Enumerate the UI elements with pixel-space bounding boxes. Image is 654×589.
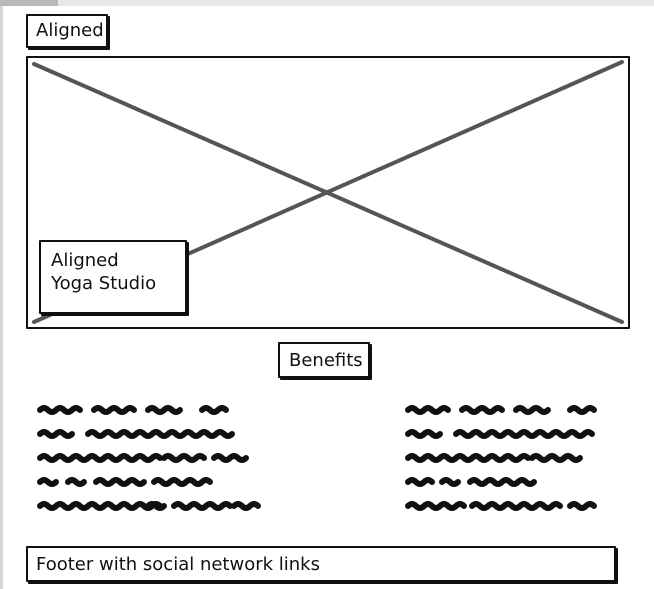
benefits-left-text-placeholder <box>36 400 266 518</box>
hero-caption-box: Aligned Yoga Studio <box>39 240 187 314</box>
scribble-text-icon <box>405 405 597 511</box>
benefits-right-text-placeholder <box>404 400 604 518</box>
logo-box[interactable]: Aligned <box>26 14 108 48</box>
hero-caption-line2: Yoga Studio <box>51 273 157 294</box>
footer-box: Footer with social network links <box>26 546 616 582</box>
logo-text: Aligned <box>36 20 104 41</box>
left-edge-divider <box>0 6 3 589</box>
footer-text: Footer with social network links <box>36 554 320 575</box>
benefits-heading: Benefits <box>289 350 363 371</box>
horizontal-scrollbar[interactable] <box>0 0 654 6</box>
scribble-text-icon <box>37 405 261 511</box>
benefits-heading-box: Benefits <box>278 342 370 378</box>
scrollbar-thumb[interactable] <box>0 0 58 6</box>
hero-caption-line1: Aligned <box>51 250 119 271</box>
